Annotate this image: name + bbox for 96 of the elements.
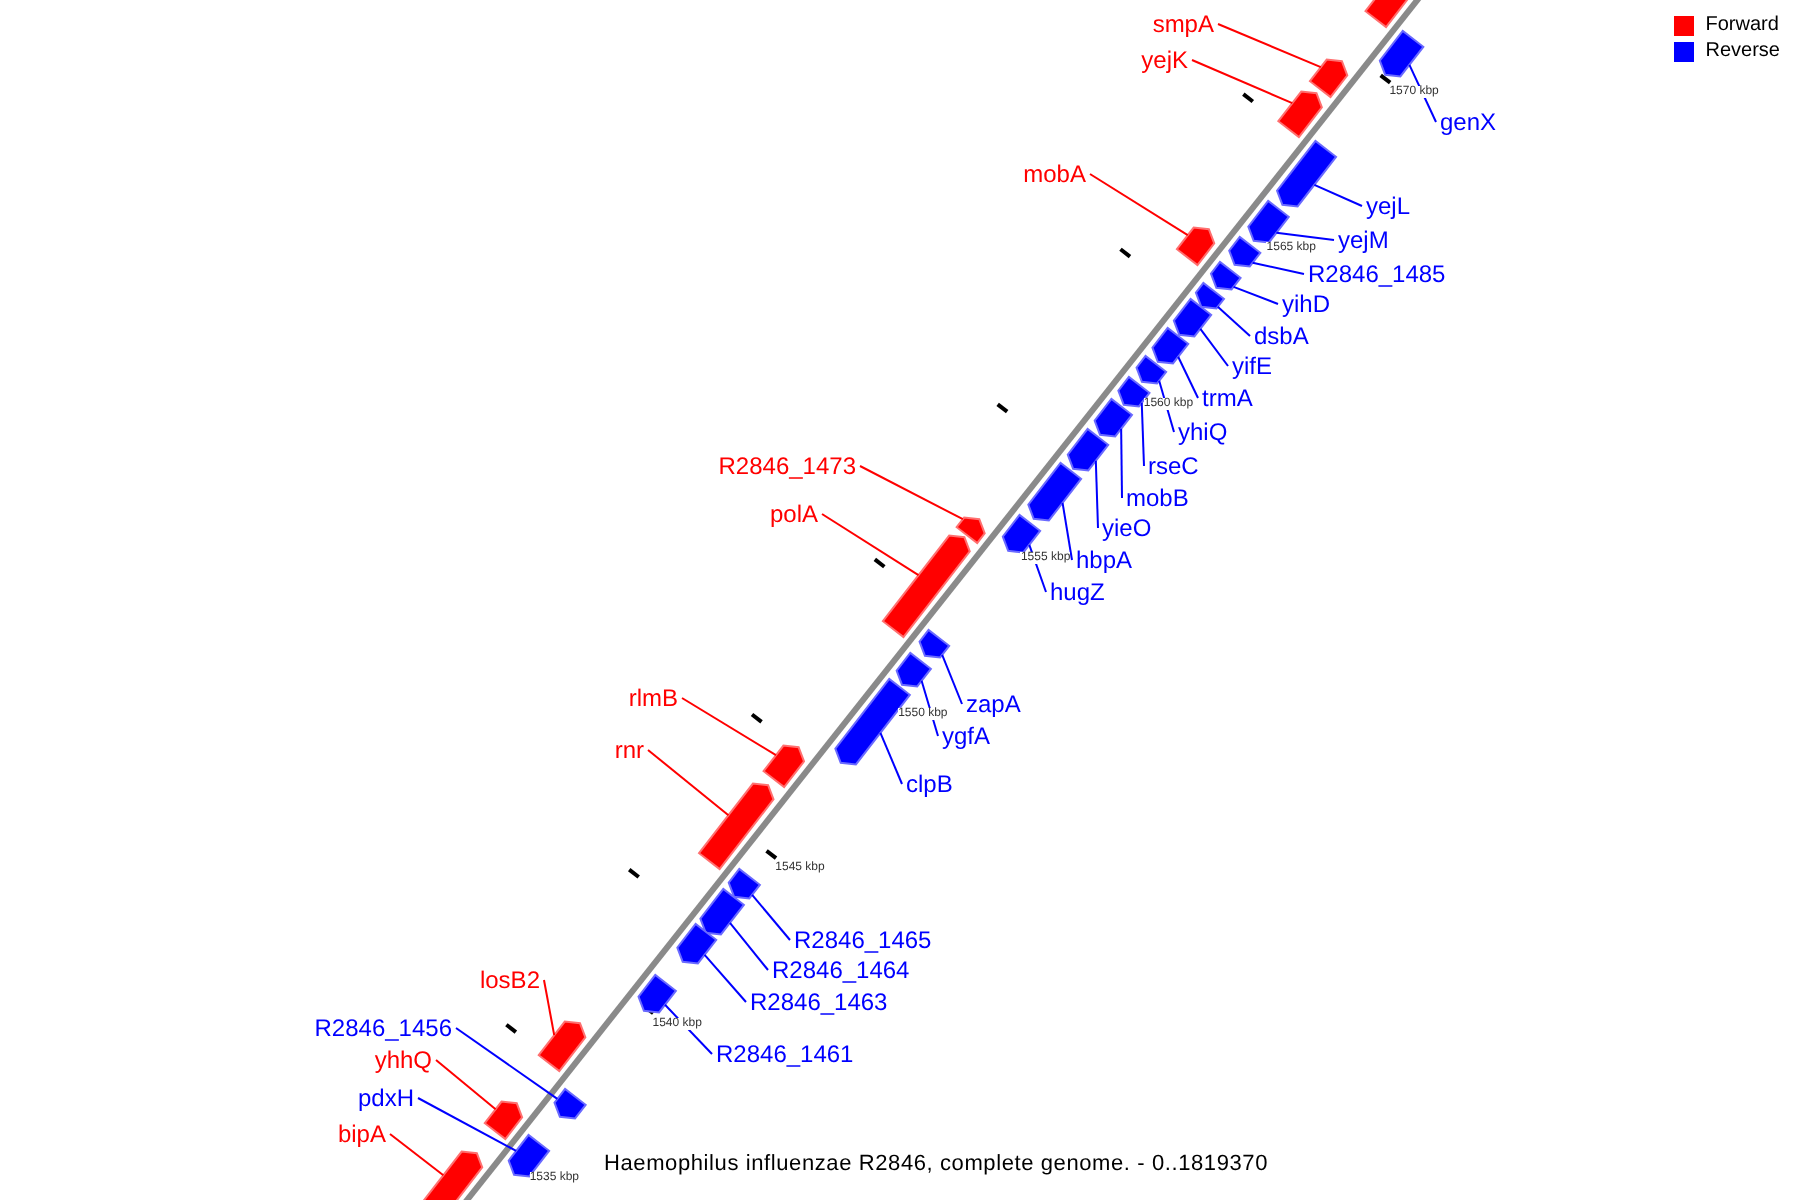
- gene-block: [918, 628, 951, 659]
- gene-label: yifE: [1232, 354, 1273, 378]
- gene-block: [1247, 199, 1291, 244]
- gene-label: R2846_1465: [794, 928, 932, 952]
- legend-label: Reverse: [1705, 42, 1780, 62]
- gene-label: mobB: [1126, 486, 1189, 510]
- gene-label: yihD: [1282, 292, 1331, 316]
- leader-line: [1275, 231, 1335, 241]
- caption: Haemophilus influenzae R2846, complete genome. - 0..1819370: [604, 1154, 1269, 1176]
- gene-label: trmA: [1202, 386, 1253, 410]
- gene-block: [1378, 29, 1425, 78]
- gene-label: rlmB: [628, 686, 678, 710]
- gene-block: [1364, 0, 1414, 29]
- leader-line: [1191, 59, 1294, 105]
- gene-block: [1194, 281, 1226, 310]
- leader-line: [1408, 63, 1437, 123]
- gene-block: [1308, 58, 1349, 99]
- legend-label: Forward: [1705, 16, 1779, 36]
- leader-line: [1216, 305, 1251, 337]
- leader-line: [1313, 183, 1363, 207]
- gene-block: [1175, 226, 1216, 267]
- gene-block: [1209, 260, 1242, 291]
- gene-label: yieO: [1102, 516, 1152, 540]
- gene-label: R2846_1456: [314, 1016, 452, 1040]
- gene-label: bipA: [337, 1122, 386, 1146]
- leader-line: [751, 893, 791, 941]
- gene-block: [1228, 235, 1262, 268]
- gene-block: [1172, 297, 1213, 338]
- gene-block: [697, 782, 775, 871]
- gene-label: zapA: [966, 692, 1021, 716]
- leader-line: [859, 465, 964, 521]
- gene-label: R2846_1464: [772, 958, 910, 982]
- gene-label: rseC: [1148, 454, 1199, 478]
- leader-line: [681, 697, 777, 757]
- leader-line: [435, 1059, 497, 1111]
- gene-block: [1151, 326, 1190, 365]
- gene-label: clpB: [906, 772, 953, 796]
- gene-label: yhiQ: [1178, 420, 1228, 444]
- gene-label: genX: [1440, 110, 1497, 134]
- gene-block: [1276, 90, 1323, 139]
- leader-line: [543, 979, 556, 1037]
- gene-label: rnr: [614, 738, 644, 762]
- gene-label: ygfA: [942, 724, 991, 748]
- gene-block: [537, 1020, 587, 1073]
- gene-block: [895, 651, 933, 688]
- leader-line: [389, 1133, 445, 1177]
- gene-block: [483, 1100, 524, 1141]
- leader-line: [417, 1097, 518, 1152]
- gene-label: mobA: [1023, 162, 1086, 186]
- gene-label: yejL: [1366, 194, 1411, 218]
- gene-block: [676, 922, 718, 965]
- gene-block: [881, 534, 971, 639]
- gene-block: [1135, 354, 1168, 385]
- gene-label: hbpA: [1076, 548, 1133, 572]
- gene-block: [762, 744, 806, 789]
- gene-label: yejK: [1141, 48, 1188, 72]
- leader-line: [941, 653, 963, 705]
- leader-line: [1094, 459, 1099, 529]
- gene-label: yejM: [1338, 228, 1389, 252]
- gene-label: polA: [769, 502, 818, 526]
- leader-line: [1140, 401, 1145, 467]
- leader-line: [821, 513, 920, 577]
- gene-block: [699, 887, 746, 936]
- gene-block: [1001, 513, 1042, 554]
- gene-label: dsbA: [1254, 324, 1309, 348]
- leader-line: [455, 1027, 559, 1100]
- leader-line: [647, 749, 730, 817]
- leader-line: [728, 921, 769, 971]
- gene-block: [553, 1087, 588, 1120]
- leader-line: [1061, 501, 1073, 561]
- gene-block: [1093, 397, 1134, 438]
- gene-block: [727, 867, 762, 900]
- gene-label: smpA: [1152, 12, 1214, 36]
- leader-line: [879, 731, 903, 785]
- gene-block: [1275, 139, 1338, 208]
- gene-label: pdxH: [357, 1086, 414, 1110]
- gene-label: R2846_1461: [716, 1042, 854, 1066]
- gene-label: hugZ: [1050, 580, 1105, 604]
- gene-label: losB2: [479, 968, 540, 992]
- gene-block: [418, 1150, 484, 1200]
- gene-label: R2846_1473: [718, 454, 856, 478]
- leader-line: [1089, 173, 1189, 237]
- leader-line: [1232, 285, 1279, 305]
- gene-block: [1027, 461, 1083, 522]
- leader-line: [1120, 427, 1123, 499]
- gene-block: [955, 516, 986, 545]
- gene-label: R2846_1485: [1308, 262, 1446, 286]
- leader-line: [1177, 355, 1199, 399]
- leader-line: [1199, 327, 1229, 367]
- leader-line: [703, 953, 747, 1003]
- gene-label: R2846_1463: [750, 990, 888, 1014]
- leader-line: [1217, 23, 1322, 69]
- gene-block: [637, 973, 678, 1014]
- gene-block: [1066, 427, 1110, 472]
- gene-label: yhhQ: [374, 1048, 432, 1072]
- leader-line: [1251, 261, 1305, 275]
